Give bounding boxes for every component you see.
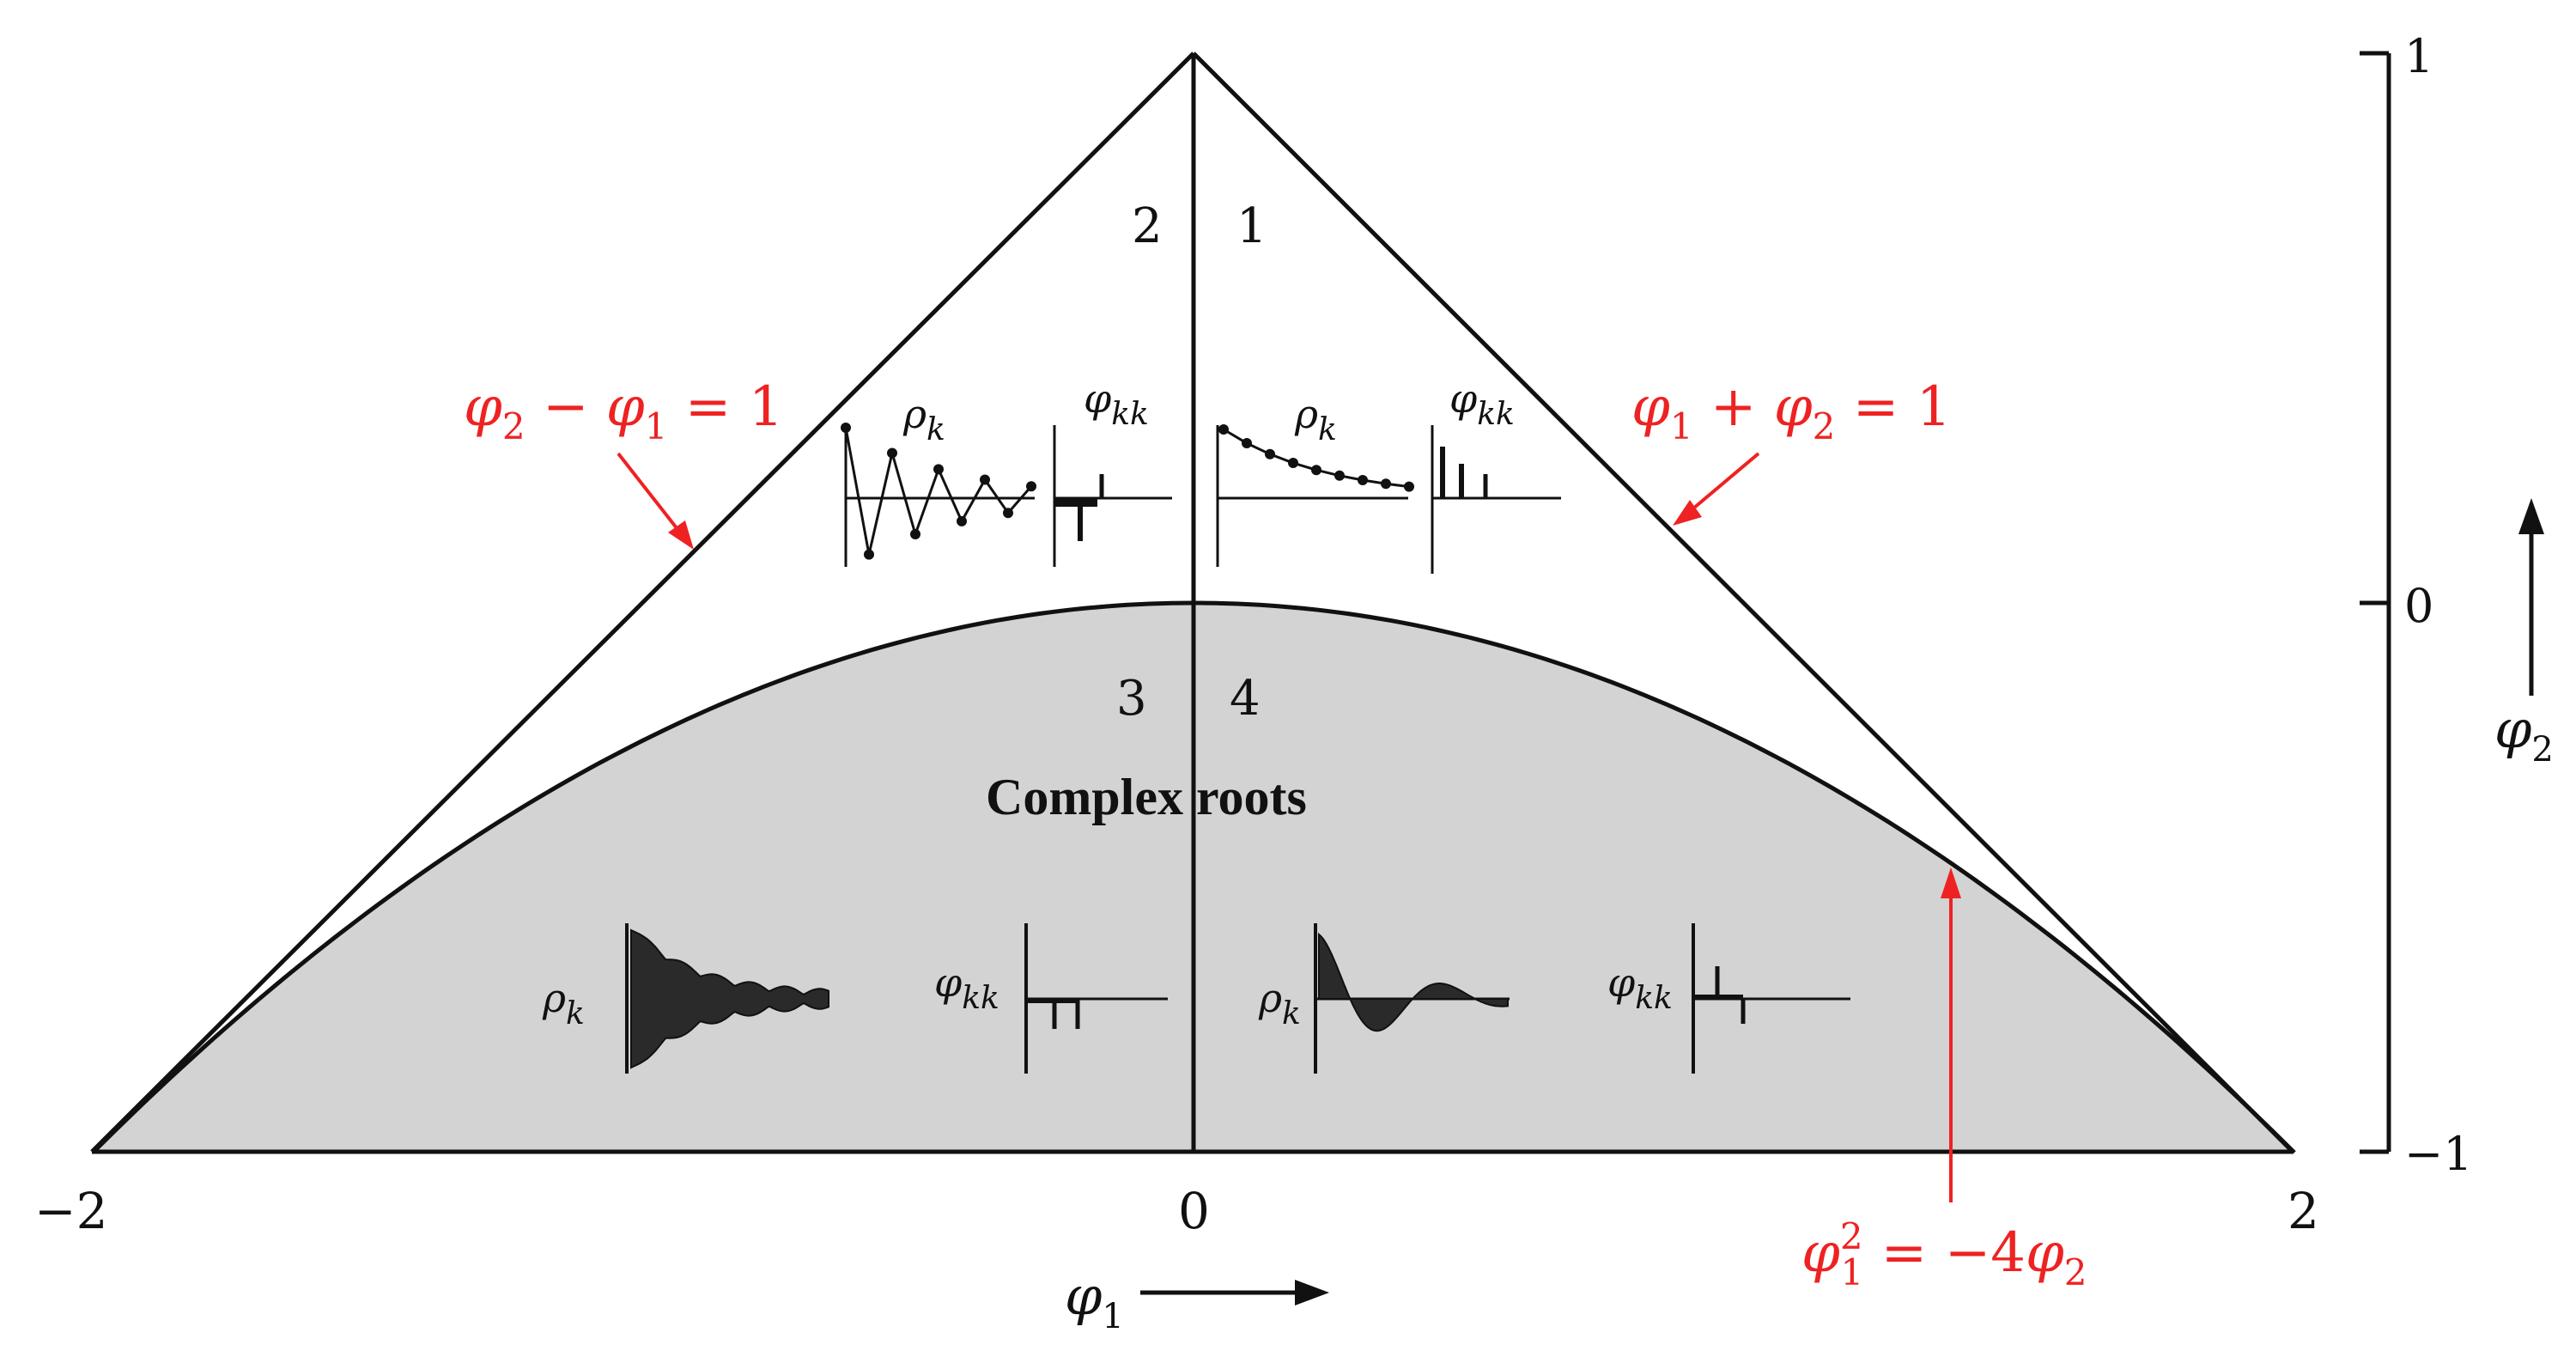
- region3-phi-label: φkk: [934, 959, 999, 1016]
- region1-rho-curve: [1223, 428, 1410, 489]
- region2-rho-point: [864, 549, 874, 560]
- region4-pacf-bar-3: [1693, 995, 1743, 999]
- region1-rho-point: [1288, 458, 1298, 469]
- left-edge-annotation: φ2 − φ1 = 1: [464, 375, 783, 550]
- x-tick-0: 0: [1178, 1182, 1210, 1240]
- region2-rho-point: [841, 423, 851, 433]
- region2-rho-point: [1026, 481, 1036, 492]
- y-tick-1: 1: [2404, 29, 2433, 83]
- region1-rho-point: [1381, 478, 1391, 490]
- region2-rho-point: [980, 474, 990, 485]
- region4-pacf-inset: φkk: [1607, 923, 1850, 1074]
- triangle-left-edge: [90, 52, 1195, 1153]
- region2-rho-points: [841, 423, 1036, 560]
- y-axis-scale: [2360, 51, 2391, 1154]
- left-edge-equation: φ2 − φ1 = 1: [464, 375, 783, 447]
- region3-pacf-inset: φkk: [934, 923, 1168, 1074]
- x-tick-minus-2: −2: [34, 1182, 108, 1240]
- region3-acf-inset: ρk: [542, 923, 829, 1074]
- y-axis-label: φ2: [2494, 697, 2554, 770]
- y-tick-minus-1: −1: [2404, 1127, 2473, 1181]
- region4-phi-label: φkk: [1607, 959, 1673, 1016]
- complex-roots-label: Complex roots: [986, 769, 1307, 825]
- region1-pacf-inset: φkk: [1431, 375, 1561, 574]
- region2-rho-point: [957, 515, 967, 526]
- y-tick-0: 0: [2404, 579, 2433, 633]
- region2-pacf-bar-1: [1054, 498, 1097, 507]
- region4-rho-label: ρk: [1258, 975, 1301, 1032]
- region-4-label: 4: [1230, 671, 1261, 727]
- right-edge-annotation: φ1 + φ2 = 1: [1631, 375, 1951, 526]
- triangle-right-edge: [1192, 52, 2294, 1153]
- region1-acf-inset: ρk: [1216, 391, 1414, 567]
- region4-rho-filled-curve: [1318, 932, 1509, 1032]
- region2-pacf-inset: φkk: [1053, 375, 1172, 567]
- region2-phi-label: φkk: [1084, 375, 1149, 432]
- region-1-label: 1: [1236, 198, 1267, 254]
- region1-rho-point: [1334, 470, 1345, 481]
- region1-rho-point: [1242, 438, 1252, 448]
- region1-rho-point: [1311, 465, 1321, 476]
- region-2-label: 2: [1132, 198, 1163, 254]
- region1-rho-points: [1218, 424, 1414, 492]
- region2-rho-point: [910, 528, 920, 539]
- y-axis-arrow: [2518, 498, 2544, 696]
- right-edge-equation: φ1 + φ2 = 1: [1631, 375, 1951, 447]
- region2-rho-point: [1003, 508, 1013, 519]
- x-axis-arrow: [1140, 1280, 1329, 1305]
- region3-rho-filled-curve: [630, 928, 829, 1069]
- region2-rho-point: [887, 447, 897, 459]
- region2-rho-label: ρk: [902, 391, 945, 447]
- region3-rho-label: ρk: [542, 975, 585, 1032]
- region-3-label: 3: [1116, 671, 1147, 727]
- region2-acf-inset: ρk: [841, 391, 1036, 567]
- x-axis-label: φ1: [1065, 1264, 1124, 1336]
- region1-phi-label: φkk: [1449, 375, 1515, 432]
- region1-rho-point: [1218, 424, 1229, 435]
- region1-rho-point: [1404, 481, 1414, 492]
- region1-rho-label: ρk: [1294, 391, 1337, 447]
- x-tick-2: 2: [2287, 1182, 2319, 1240]
- region2-rho-point: [933, 464, 944, 475]
- region1-rho-point: [1358, 475, 1368, 486]
- region1-rho-point: [1265, 448, 1275, 459]
- region4-acf-inset: ρk: [1258, 923, 1510, 1074]
